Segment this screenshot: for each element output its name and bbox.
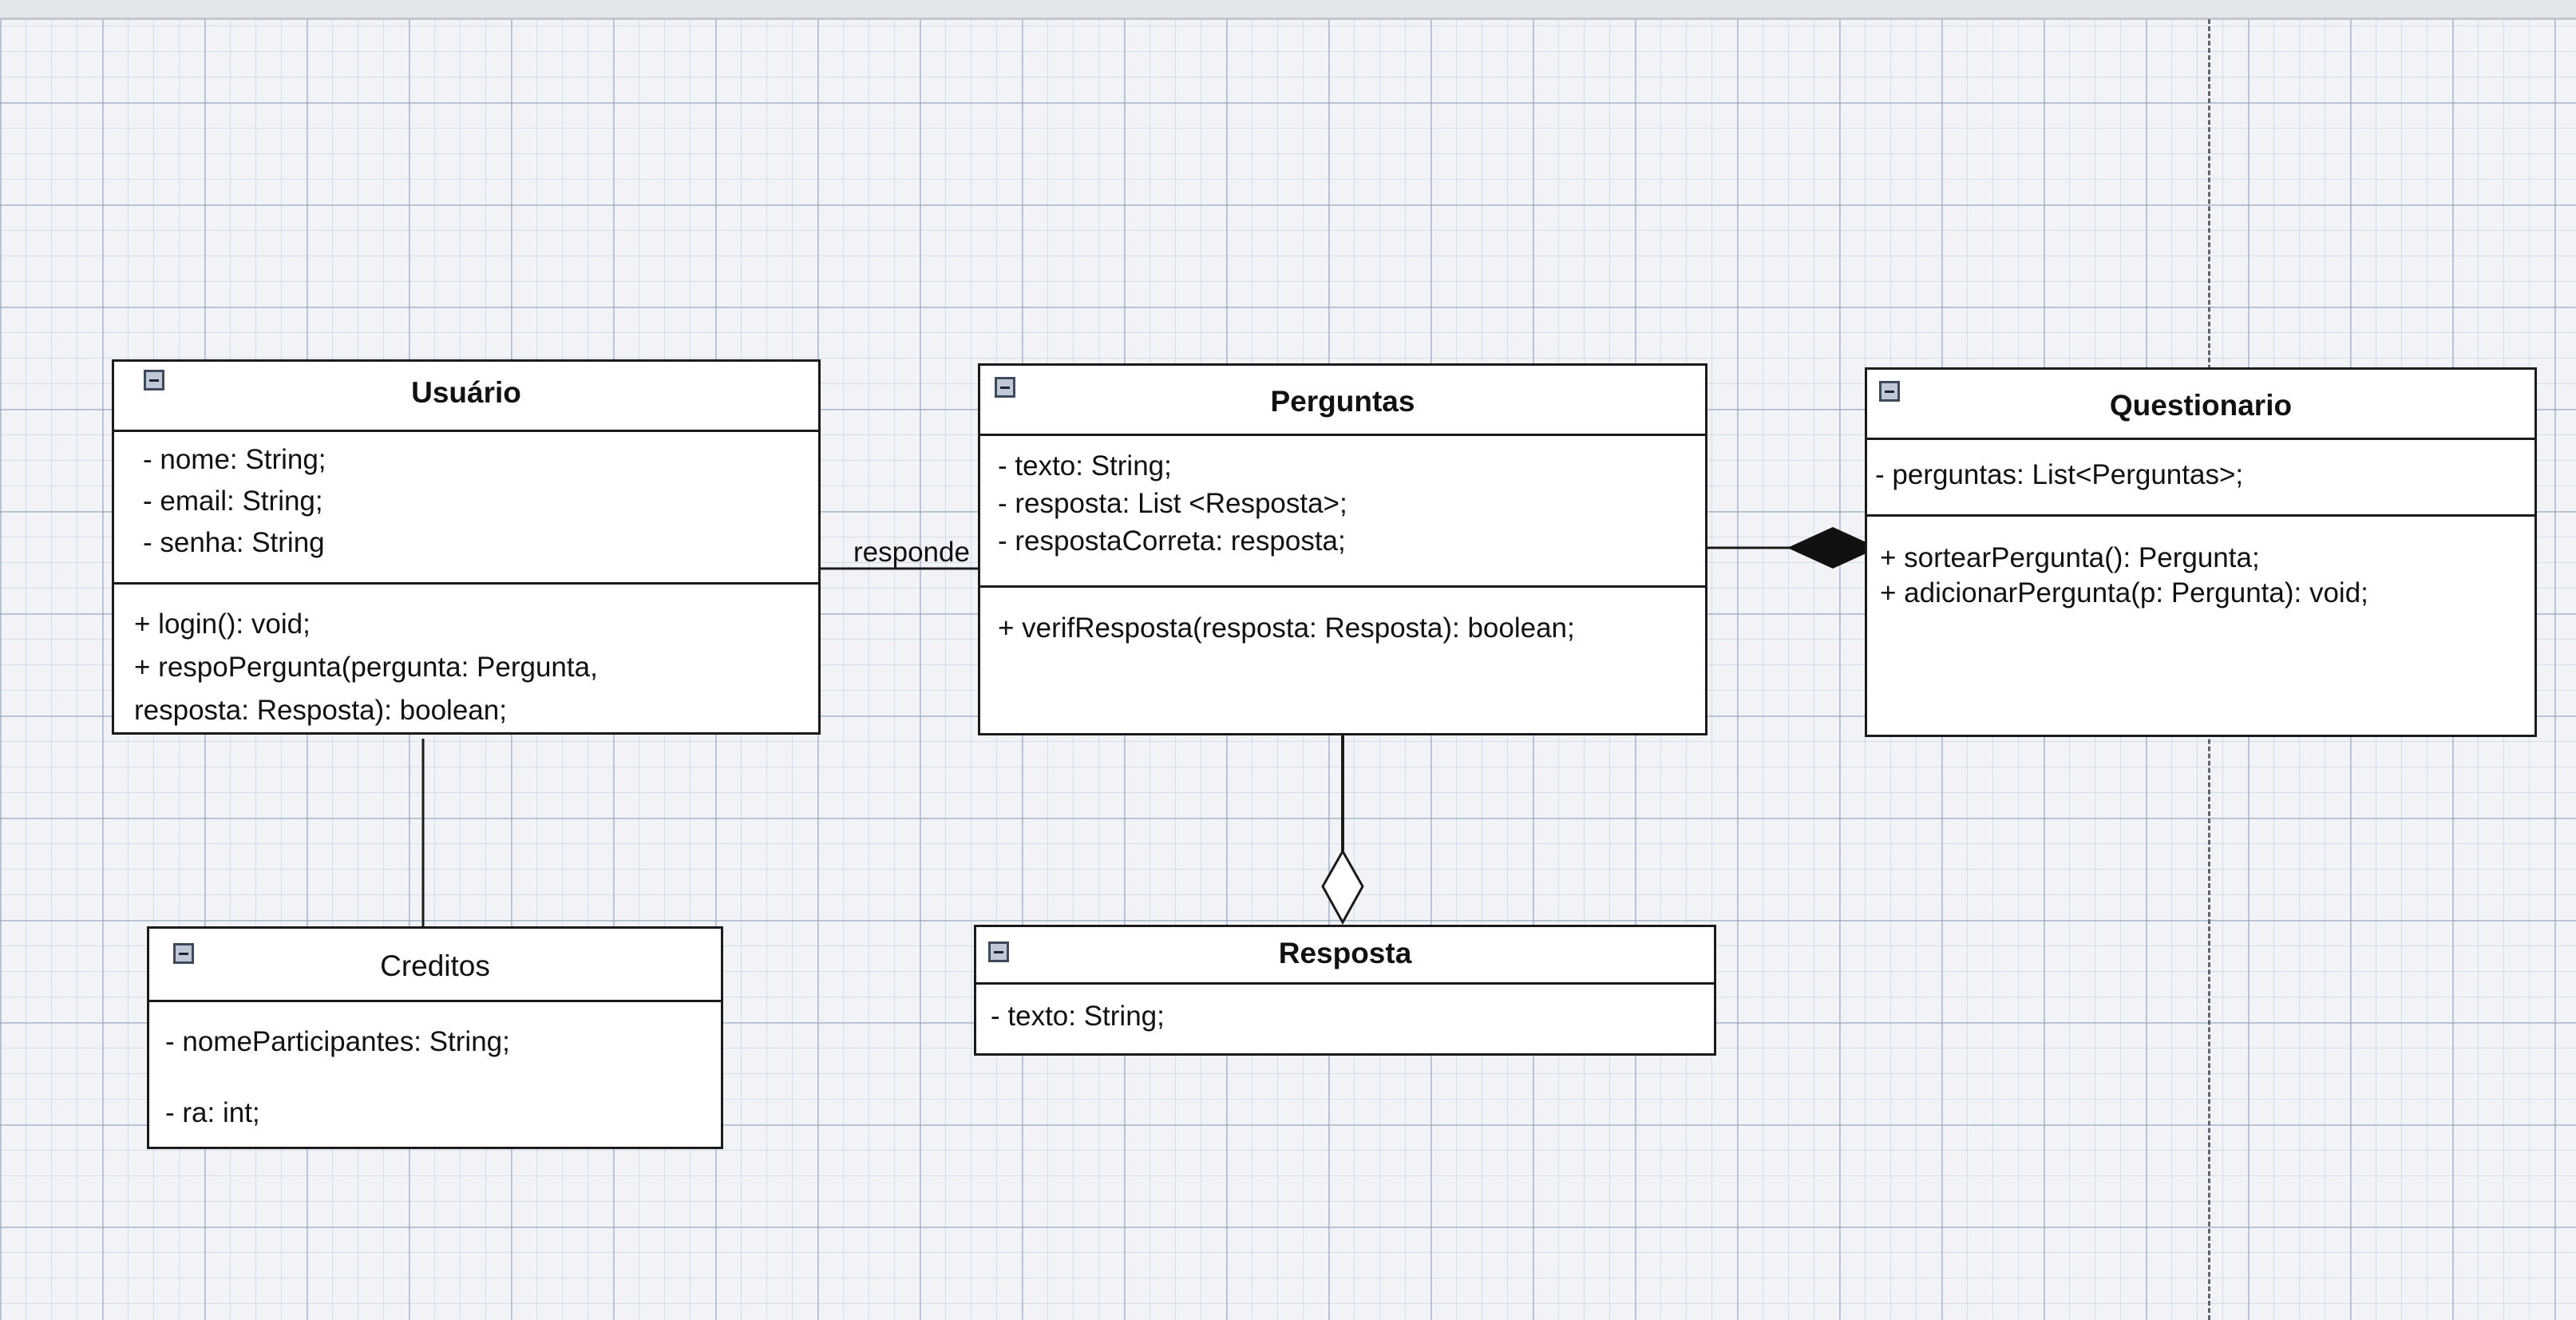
attribute: - senha: String <box>143 527 325 558</box>
method: resposta: Resposta): boolean; <box>134 695 507 726</box>
class-resposta-header: Resposta <box>976 927 1714 985</box>
method: + verifResposta(resposta: Resposta): boo… <box>998 612 1575 644</box>
class-questionario-attributes: - perguntas: List<Perguntas>; <box>1867 440 2534 517</box>
class-questionario-header: Questionario <box>1867 370 2534 440</box>
composition-diamond-icon <box>1787 527 1878 569</box>
attribute: - nomeParticipantes: String; <box>165 1026 510 1057</box>
method: + respoPergunta(pergunta: Pergunta, <box>134 652 598 683</box>
attribute: - email: String; <box>143 486 323 517</box>
class-usuario-methods: + login(): void; + respoPergunta(pergunt… <box>114 585 818 732</box>
class-perguntas[interactable]: Perguntas - texto: String; - resposta: L… <box>978 363 1707 735</box>
class-questionario-methods: + sortearPergunta(): Pergunta; + adicion… <box>1867 517 2534 735</box>
method: + login(): void; <box>134 608 311 640</box>
collapse-icon[interactable] <box>988 941 1009 962</box>
class-usuario-header: Usuário <box>114 362 818 432</box>
attribute: - respostaCorreta: resposta; <box>998 525 1346 557</box>
method: + sortearPergunta(): Pergunta; <box>1880 542 2260 573</box>
collapse-icon[interactable] <box>1879 381 1900 402</box>
attribute: - resposta: List <Resposta>; <box>998 488 1347 519</box>
class-usuario-attributes: - nome: String; - email: String; - senha… <box>114 432 818 585</box>
collapse-icon[interactable] <box>995 377 1015 398</box>
class-perguntas-attributes: - texto: String; - resposta: List <Respo… <box>980 436 1705 588</box>
class-creditos-header: Creditos <box>149 929 721 1002</box>
attribute: - texto: String; <box>998 450 1172 482</box>
class-perguntas-name: Perguntas <box>1270 385 1415 418</box>
class-creditos-attributes: - nomeParticipantes: String; - ra: int; <box>149 1002 721 1147</box>
attribute: - perguntas: List<Perguntas>; <box>1875 459 2244 490</box>
class-questionario[interactable]: Questionario - perguntas: List<Perguntas… <box>1865 367 2537 737</box>
attribute: - texto: String; <box>991 1001 1165 1032</box>
canvas-top-edge <box>0 0 2576 20</box>
class-resposta-name: Resposta <box>1278 937 1412 969</box>
collapse-icon[interactable] <box>173 943 194 964</box>
class-questionario-name: Questionario <box>2109 389 2293 422</box>
class-creditos-name: Creditos <box>380 949 490 982</box>
association-label-responde: responde <box>853 537 970 568</box>
class-usuario[interactable]: Usuário - nome: String; - email: String;… <box>112 359 821 735</box>
class-resposta[interactable]: Resposta - texto: String; <box>974 925 1716 1056</box>
class-resposta-attributes: - texto: String; <box>976 985 1714 1053</box>
method: + adicionarPergunta(p: Pergunta): void; <box>1880 577 2368 608</box>
attribute: - ra: int; <box>165 1097 260 1128</box>
aggregation-diamond-icon <box>1321 848 1364 926</box>
class-creditos[interactable]: Creditos - nomeParticipantes: String; - … <box>147 926 723 1149</box>
collapse-icon[interactable] <box>144 370 164 390</box>
attribute: - nome: String; <box>143 444 326 475</box>
class-perguntas-header: Perguntas <box>980 366 1705 436</box>
class-perguntas-methods: + verifResposta(resposta: Resposta): boo… <box>980 588 1705 733</box>
class-usuario-name: Usuário <box>411 376 521 409</box>
